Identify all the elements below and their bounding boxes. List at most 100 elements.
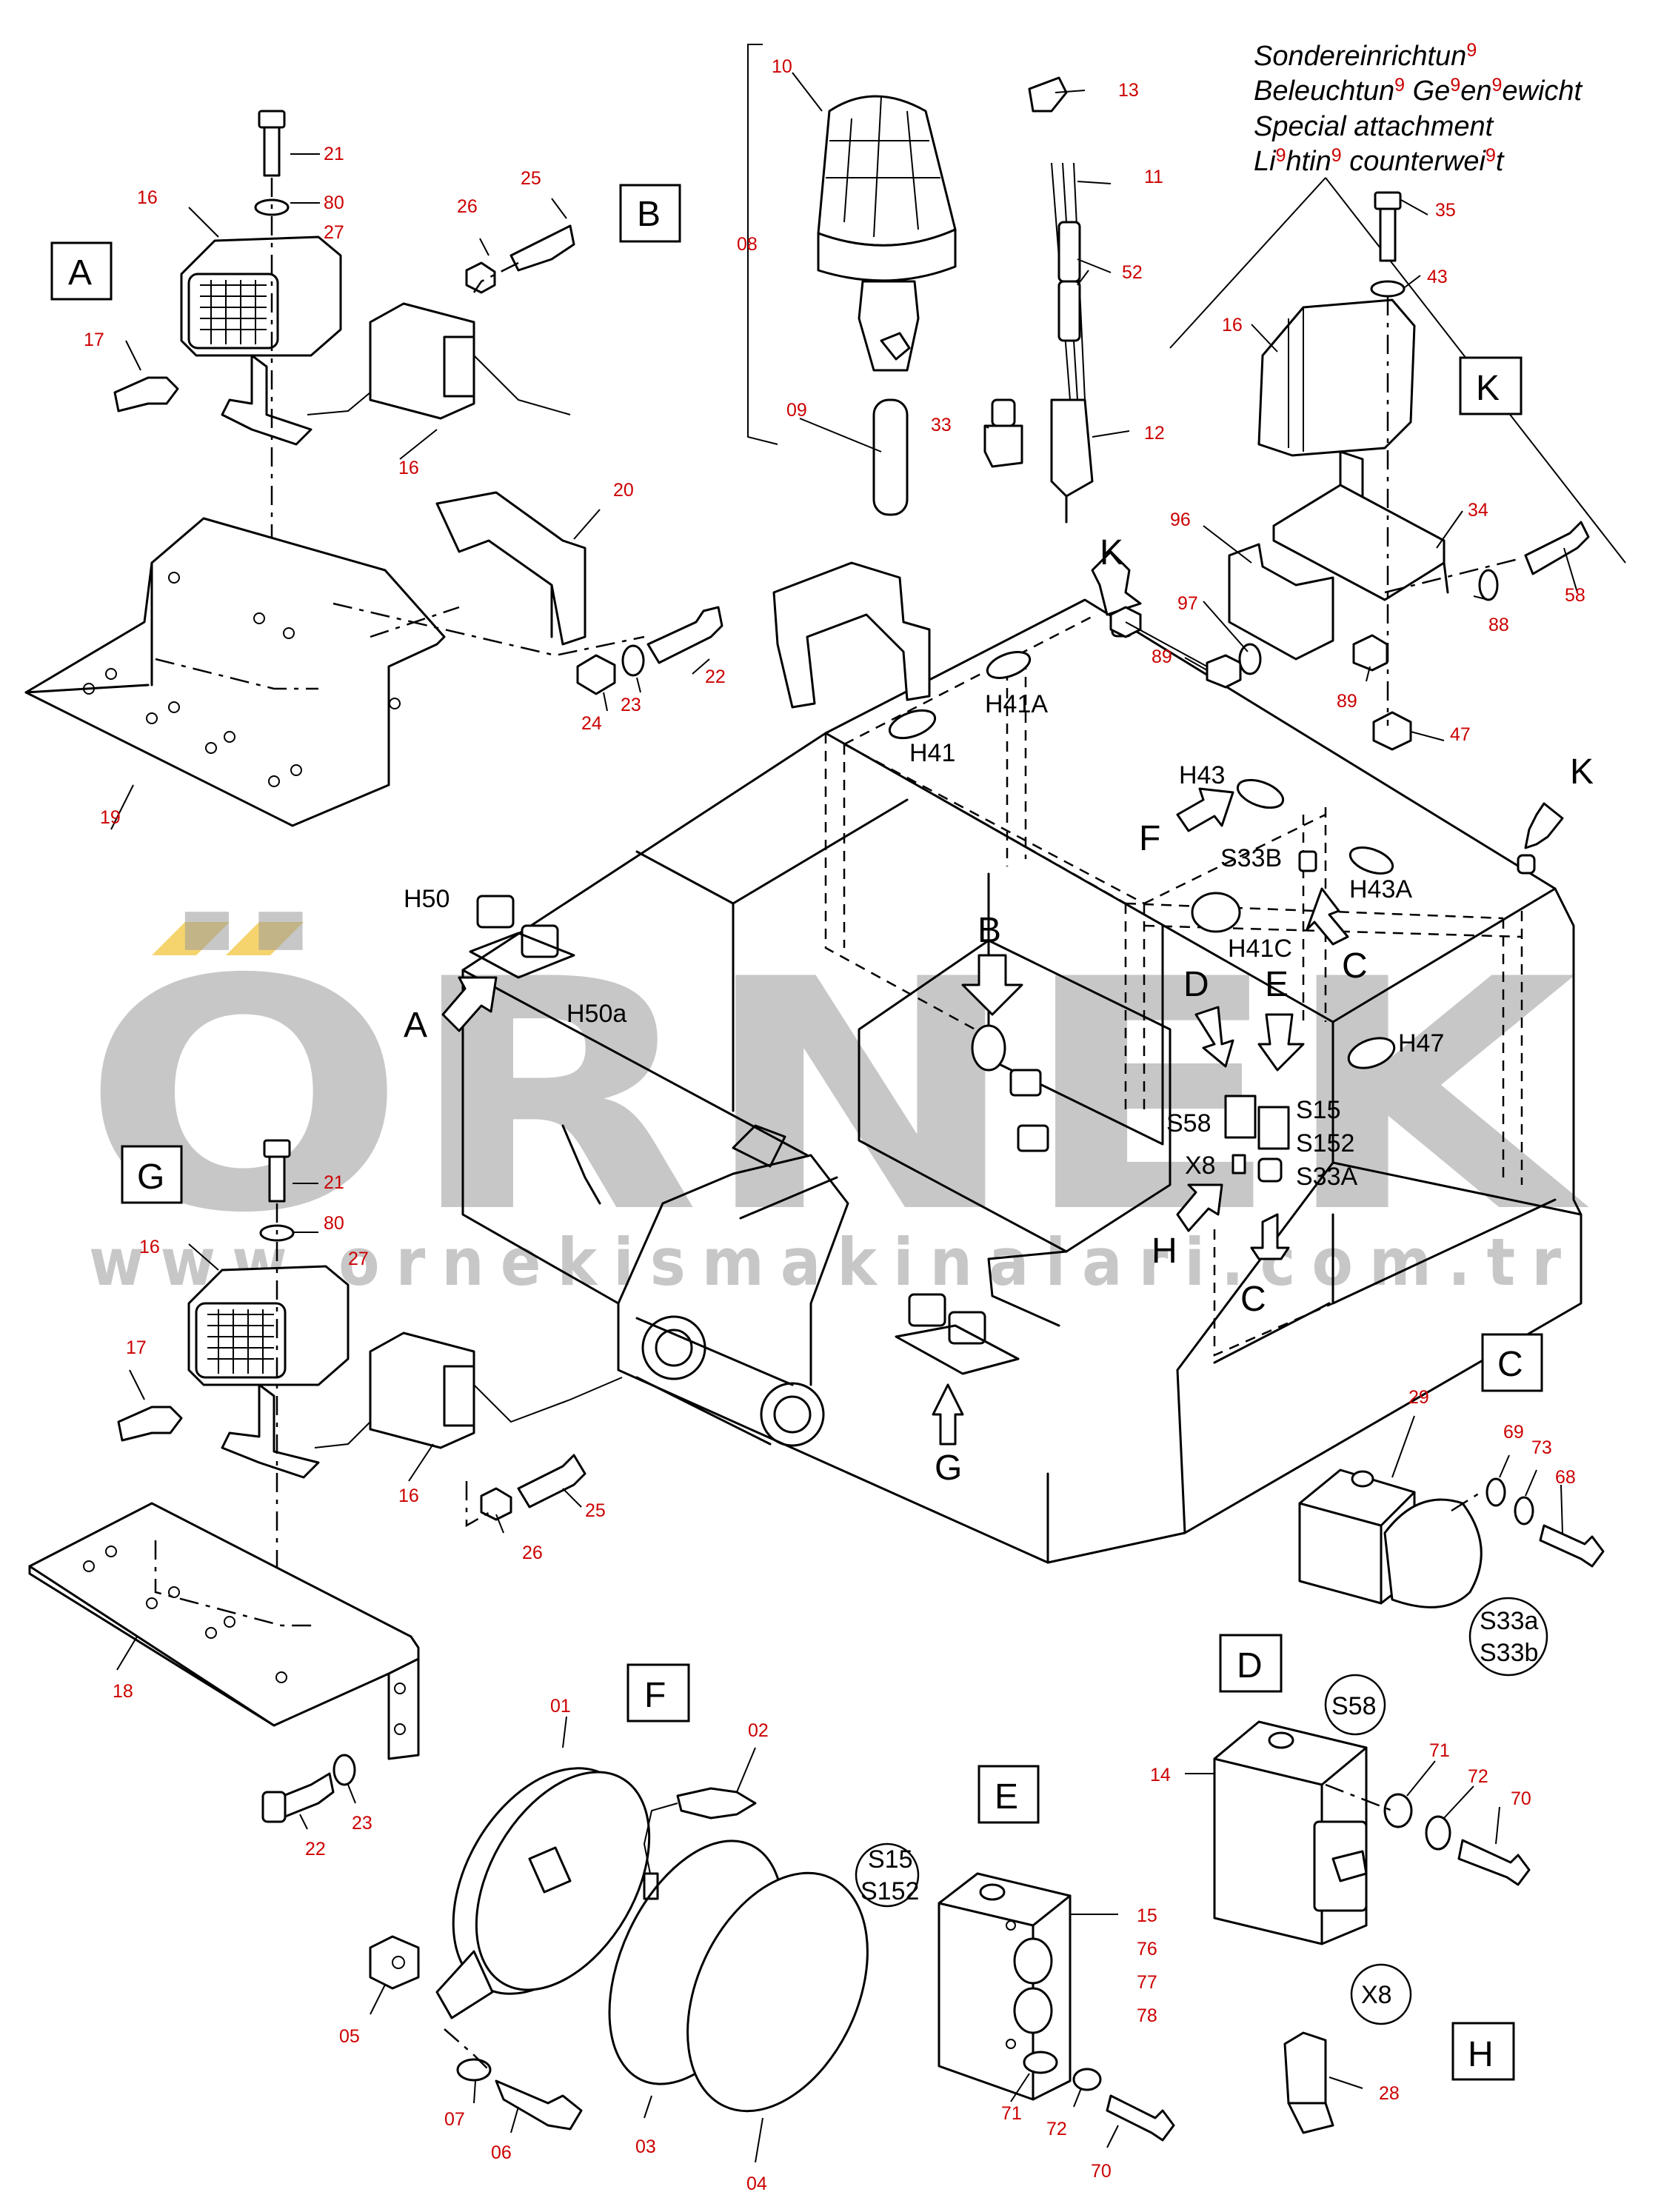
- switch-14-knob: [1331, 1850, 1368, 1882]
- arrow-b-icon: [961, 954, 1023, 1016]
- nut-05: [369, 1935, 420, 1990]
- beacon-10-base: [817, 228, 957, 282]
- plate-19-hole-7: [168, 701, 180, 713]
- detail-c: C S33a S33b: [1298, 1333, 1605, 1677]
- letter-a: A: [404, 1006, 427, 1045]
- label-h43: H43: [1179, 761, 1225, 789]
- detail-k-leader: [1125, 621, 1208, 667]
- pn-02: 02: [748, 1720, 769, 1741]
- pn-96: 96: [1170, 509, 1191, 530]
- plate-18-hole-9: [394, 1723, 406, 1735]
- lamp-h50-icon: [476, 895, 515, 929]
- pn-73: 73: [1531, 1437, 1552, 1458]
- plate-19: [24, 517, 446, 827]
- mount-hole-right: [760, 1382, 825, 1447]
- bubble-h: [1350, 1963, 1412, 2025]
- washer-72e: [1072, 2068, 1102, 2091]
- pn-13: 13: [1118, 80, 1139, 101]
- pn-07: 07: [444, 2109, 465, 2130]
- view-box-h-label: H: [1468, 2035, 1494, 2074]
- bolt-25: [509, 224, 575, 272]
- view-box-d: [1219, 1634, 1283, 1693]
- view-box-a-label: A: [68, 253, 92, 293]
- work-lamp-16k-housing: [1257, 298, 1416, 457]
- label-h50: H50: [404, 885, 449, 913]
- nut-24: [576, 654, 616, 695]
- switch-29-hole-top: [1351, 1470, 1374, 1488]
- view-box-b: [619, 184, 681, 243]
- washer-23g: [332, 1754, 356, 1786]
- plate-19-hole-10: [268, 775, 280, 787]
- bolt-35-shaft: [1379, 207, 1397, 262]
- plate-18-hole-2: [105, 1546, 117, 1557]
- plate-19-hole-3: [283, 627, 295, 639]
- letter-k-left: K: [1100, 533, 1123, 572]
- pn-01: 01: [550, 1696, 571, 1717]
- pn-35: 35: [1435, 200, 1456, 221]
- pn-06: 06: [491, 2142, 512, 2163]
- cabinet-lamp-2: [1017, 1124, 1049, 1152]
- horn-01-center: [528, 1846, 572, 1894]
- letter-d: D: [1183, 965, 1209, 1004]
- switch-s15-icon: [1257, 1106, 1290, 1150]
- label-h47: H47: [1398, 1029, 1444, 1057]
- cabinet-lamp-1: [1009, 1069, 1042, 1097]
- pn-89a: 89: [1152, 646, 1172, 667]
- letter-g: G: [935, 1449, 962, 1488]
- switch-s33a-icon: [1257, 1157, 1283, 1183]
- watermark-accent-left: [152, 922, 230, 955]
- pn-58: 58: [1565, 585, 1585, 606]
- bubble-e-line-2: S152: [860, 1877, 919, 1905]
- header-line-4: Li9htin9 counterwei9t: [1254, 145, 1505, 177]
- detail-c-axis: [1451, 1491, 1482, 1512]
- work-lamp-16k-edge: [1288, 307, 1304, 452]
- switch-box-15-top-hole: [979, 1883, 1006, 1901]
- letter-c-upper: C: [1342, 946, 1368, 986]
- beacon-10-wingnut: [880, 332, 911, 361]
- pn-34: 34: [1468, 500, 1488, 521]
- detail-g: G: [28, 1139, 623, 1823]
- pn-52: 52: [1122, 262, 1143, 283]
- screw-68: [1539, 1524, 1605, 1568]
- detail-a: A: [24, 110, 723, 827]
- bubble-c-line-1: S33a: [1480, 1607, 1538, 1635]
- watermark-brand: ÖRNEK: [81, 909, 1591, 1283]
- washer-72d: [1425, 1815, 1451, 1851]
- watermark-accent-right: [226, 922, 304, 955]
- counterweight-left-top-edge: [461, 969, 809, 1157]
- pn-28: 28: [1379, 2083, 1400, 2104]
- detail-e: E S15 S152: [855, 1765, 1175, 2142]
- pn-33: 33: [931, 415, 952, 435]
- leader-lines: [110, 72, 1578, 2163]
- letter-f: F: [1139, 819, 1160, 858]
- pn-14: 14: [1150, 1765, 1171, 1785]
- nut-47: [1372, 711, 1412, 751]
- beacon-10-dome: [817, 95, 957, 247]
- switch-s58-icon: [1224, 1095, 1257, 1139]
- detail-d: D S58: [1213, 1634, 1531, 1945]
- view-box-a: [50, 241, 113, 301]
- nut-89b: [1206, 654, 1242, 689]
- pn-76: 76: [1137, 1939, 1157, 1959]
- pn-20: 20: [613, 480, 634, 501]
- pn-19: 19: [100, 807, 121, 828]
- bulb-02: [676, 1787, 757, 1820]
- counterweight-segment-line: [635, 798, 909, 1112]
- relay-16-wires: [307, 355, 571, 415]
- bolt-21g-head: [263, 1139, 291, 1158]
- label-x8: X8: [1185, 1152, 1216, 1180]
- plate-19-hole-4: [83, 683, 95, 695]
- bubble-d-line-1: S58: [1331, 1692, 1377, 1720]
- k-bolt-right-icon: [1517, 854, 1536, 875]
- view-box-g: [121, 1145, 183, 1204]
- bolt-58: [1524, 521, 1590, 575]
- work-lamp-16-grid: [200, 280, 267, 344]
- pn-27g: 27: [348, 1249, 369, 1269]
- switch-14-top-hole: [1268, 1731, 1294, 1749]
- plate-18-hole-6: [224, 1616, 235, 1628]
- arrow-c-lower-icon: [1250, 1213, 1290, 1260]
- bracket-34: [1272, 484, 1446, 601]
- washer-71d: [1383, 1793, 1413, 1828]
- lamp-h50-bracket: [469, 932, 575, 979]
